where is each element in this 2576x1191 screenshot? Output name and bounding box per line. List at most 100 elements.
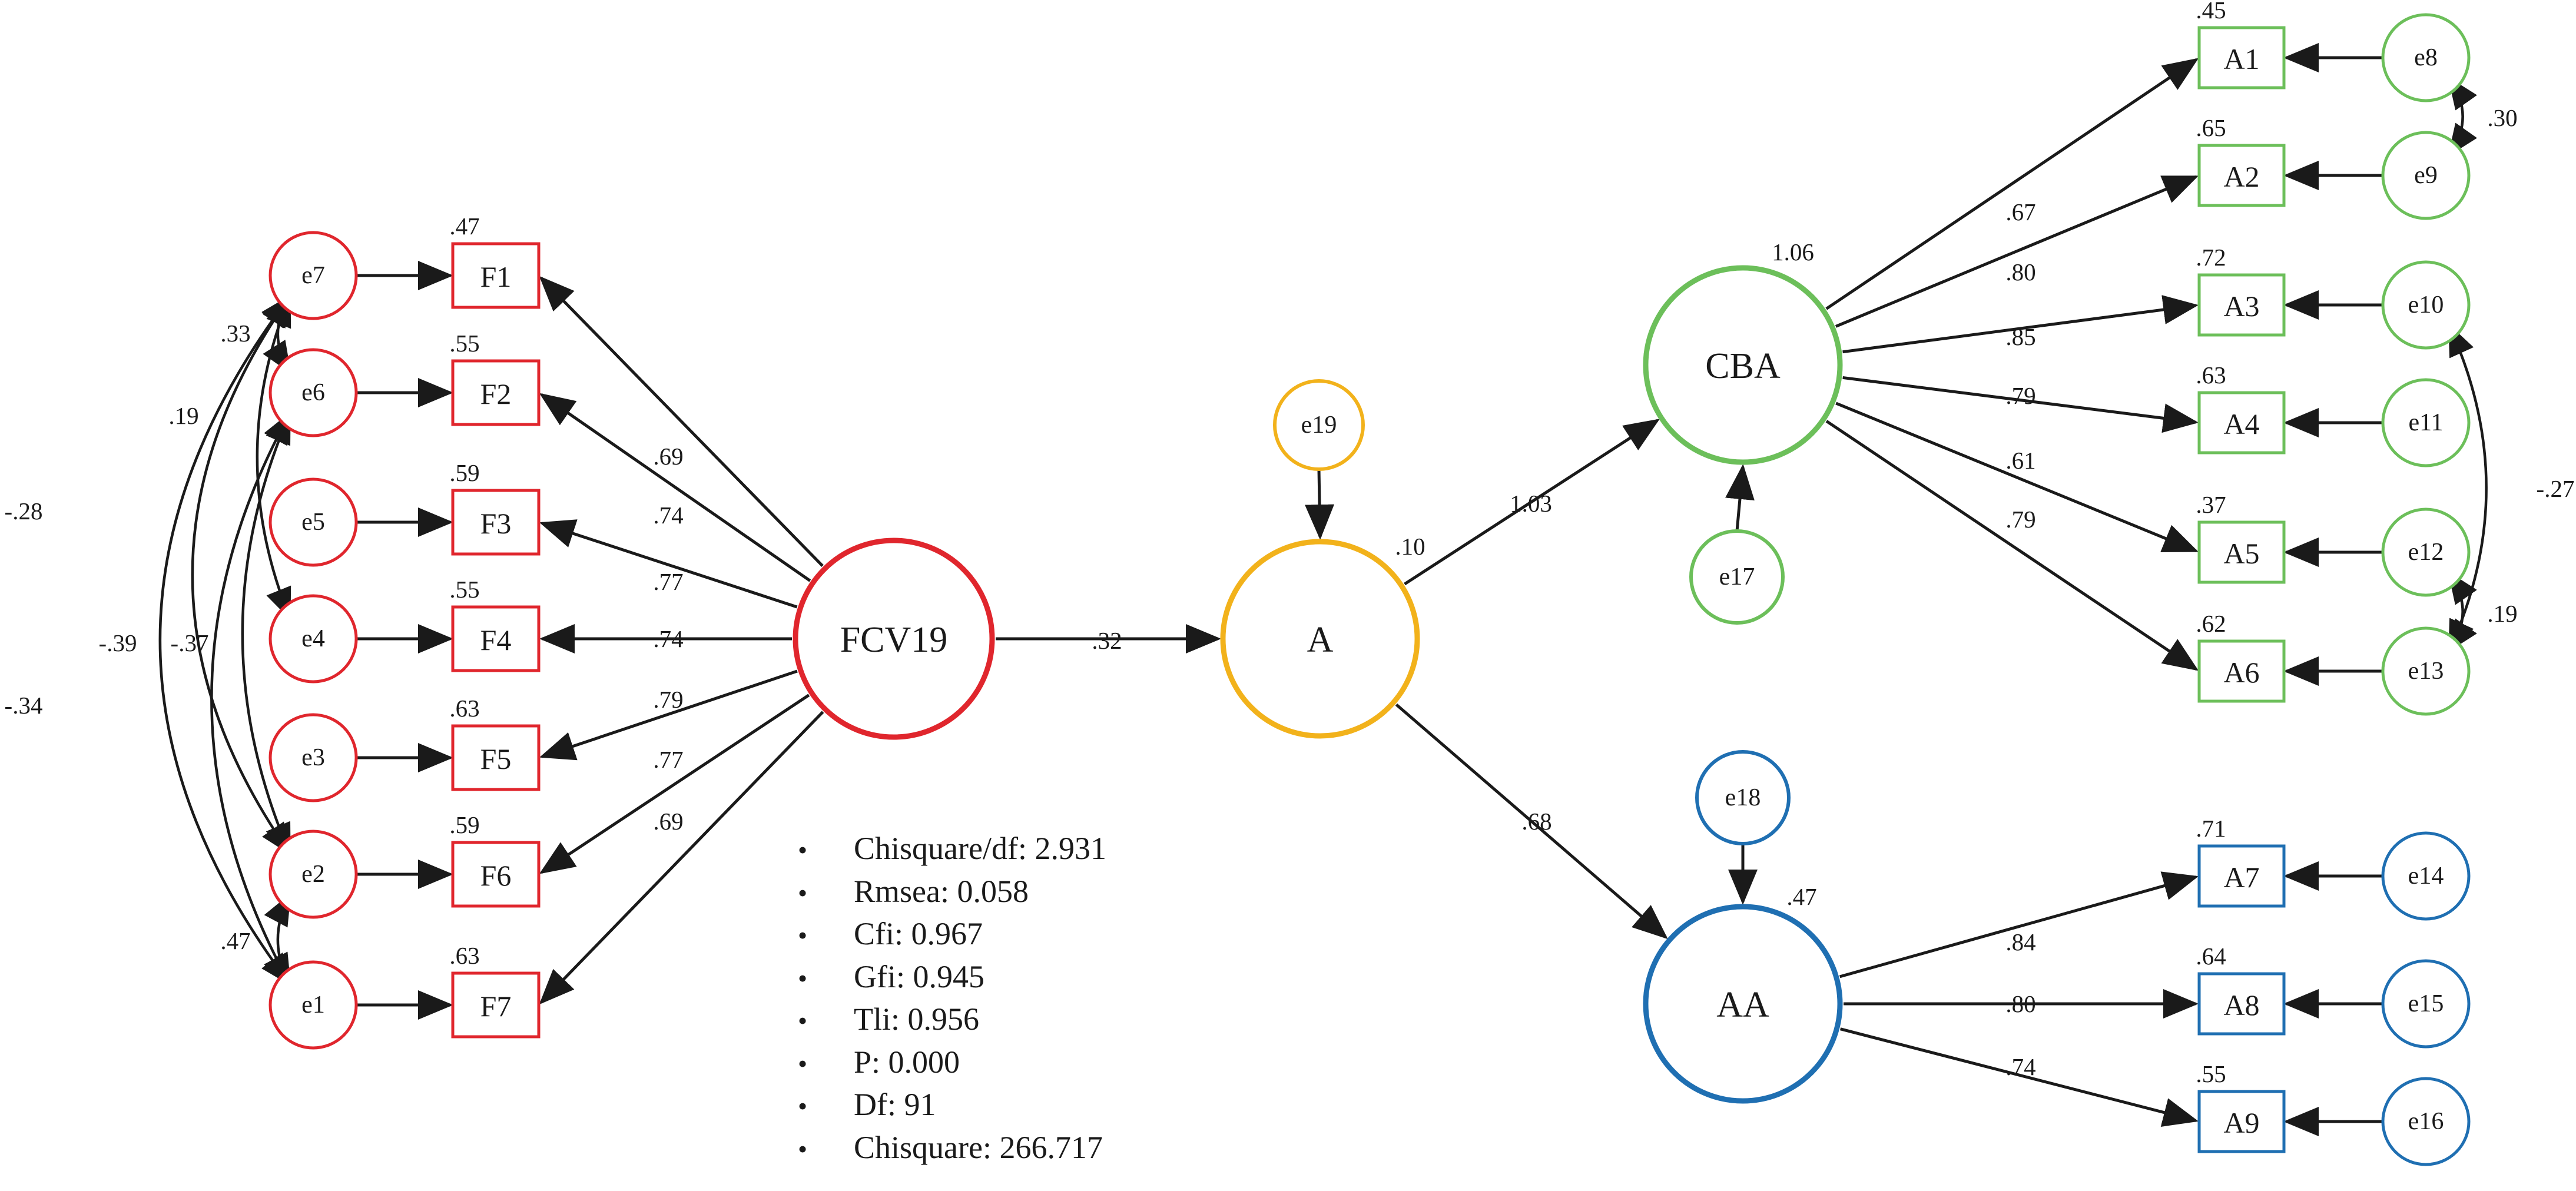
r-squared-label: .63	[449, 942, 479, 969]
covariance-label: -.39	[99, 629, 137, 656]
indicator-label: A2	[2223, 160, 2259, 193]
indicator-label: A4	[2223, 407, 2259, 440]
r-squared-label: .47	[449, 213, 479, 240]
error-label: e15	[2408, 990, 2444, 1017]
error-circle-e11	[2381, 378, 2471, 467]
r-squared-label: .55	[2196, 1060, 2226, 1087]
loading-label: .77	[653, 746, 683, 773]
error-label: e8	[2414, 44, 2438, 71]
r-squared-label: .59	[449, 459, 479, 486]
error-circle-e7	[268, 231, 358, 320]
fit-stat-item: Chisquare/df: 2.931	[798, 827, 1106, 870]
indicator-box-A9	[2197, 1090, 2286, 1153]
loading-label: .61	[2005, 447, 2035, 474]
indicator-box-A8	[2197, 972, 2286, 1036]
loading-label: .85	[2005, 323, 2035, 350]
indicator-box-A5	[2197, 520, 2286, 584]
loading-label: .80	[2005, 990, 2035, 1017]
disturbance-circle-e19	[1273, 379, 1365, 471]
covariance-arc-e7-e1	[158, 294, 291, 986]
fit-stat-item: Tli: 0.956	[798, 998, 1106, 1041]
indicator-label: A6	[2223, 656, 2259, 689]
disturbance-label: e17	[1719, 563, 1755, 590]
covariance-label: .19	[2487, 600, 2517, 627]
covariance-arc-e7-e2	[191, 294, 291, 855]
r-squared-label: .63	[449, 695, 479, 722]
disturbance-arrow-e19	[1305, 469, 1335, 540]
r-squared-label: .71	[2196, 815, 2226, 842]
error-label: e4	[301, 625, 325, 652]
covariance-arc-e10-e13	[2448, 324, 2488, 652]
error-circle-e6	[268, 348, 358, 437]
error-circle-e12	[2381, 507, 2471, 597]
latent-circle-FCV19	[793, 538, 995, 740]
loading-label: .74	[653, 502, 683, 529]
error-label: e9	[2414, 162, 2438, 189]
error-label: e6	[301, 379, 325, 406]
error-label: e1	[301, 991, 325, 1019]
disturbance-circle-e17	[1689, 529, 1785, 625]
loading-arrow-A5	[1835, 402, 2199, 553]
loading-arrow-A4	[1842, 376, 2199, 433]
loading-arrow-F3	[539, 519, 798, 609]
path-coefficient-label: 1.03	[1510, 490, 1552, 517]
covariance-label: -.28	[5, 497, 43, 525]
indicator-box-A6	[2197, 639, 2286, 703]
fit-stat-item: Chisquare: 266.717	[798, 1126, 1106, 1169]
loading-arrow-F1	[539, 276, 824, 568]
fit-statistics-list: Chisquare/df: 2.931 Rmsea: 0.058 Cfi: 0.…	[798, 827, 1106, 1169]
indicator-box-F5	[451, 724, 541, 791]
loading-arrow-F7	[539, 711, 824, 1005]
r-squared-label: .55	[449, 576, 479, 603]
indicator-box-A4	[2197, 391, 2286, 454]
r-squared-label: .65	[2196, 114, 2226, 141]
error-label: e13	[2408, 658, 2444, 685]
covariance-label: .47	[220, 927, 250, 954]
loading-label: .74	[653, 625, 683, 652]
indicator-box-F6	[451, 841, 541, 908]
r-squared-label: .37	[2196, 491, 2226, 518]
indicator-box-F3	[451, 489, 541, 556]
loading-label: .67	[2005, 198, 2035, 225]
error-circle-e15	[2381, 959, 2471, 1049]
error-circle-e14	[2381, 831, 2471, 921]
error-label: e10	[2408, 291, 2444, 319]
indicator-box-A1	[2197, 26, 2286, 89]
fit-stat-item: Df: 91	[798, 1083, 1106, 1126]
path-arrow-A-AA	[1395, 703, 1668, 940]
indicator-box-A7	[2197, 844, 2286, 908]
error-circle-e2	[268, 830, 358, 919]
nodes-layer	[268, 13, 2471, 1166]
indicator-label: F6	[480, 859, 512, 892]
r-squared-label: .64	[2196, 943, 2226, 970]
covariance-label: .19	[168, 402, 198, 429]
edges-layer	[158, 43, 2488, 1136]
fit-stat-item: Gfi: 0.945	[798, 956, 1106, 998]
error-label: e12	[2408, 539, 2444, 566]
loading-label: .79	[2005, 506, 2035, 533]
indicator-label: A5	[2223, 537, 2259, 570]
error-circle-e4	[268, 594, 358, 684]
loading-label: .79	[2005, 382, 2035, 409]
error-label: e7	[301, 262, 325, 289]
loading-label: .80	[2005, 258, 2035, 286]
latent-circle-AA	[1643, 904, 1843, 1104]
covariance-label: -.34	[5, 692, 43, 719]
labels-layer: F1.47e7.69F2.55e6.74F3.59e5.77F4.55e4.74…	[5, 0, 2575, 1139]
indicator-box-F1	[451, 242, 541, 309]
loading-arrow-A2	[1835, 175, 2199, 328]
error-circle-e10	[2381, 260, 2471, 350]
indicator-label: F4	[480, 623, 512, 656]
loading-arrow-F2	[539, 393, 811, 582]
error-circle-e5	[268, 477, 358, 567]
disturbance-label: e19	[1301, 412, 1337, 439]
indicator-label: A7	[2223, 861, 2259, 894]
disturbance-arrow-e17	[1725, 464, 1755, 532]
loading-label: .79	[653, 686, 683, 713]
path-coefficient-label: .68	[1521, 808, 1551, 835]
loading-label: .74	[2005, 1053, 2035, 1080]
error-circle-e16	[2381, 1077, 2471, 1166]
error-circle-e8	[2381, 13, 2471, 102]
loading-arrow-A1	[1825, 58, 2199, 310]
